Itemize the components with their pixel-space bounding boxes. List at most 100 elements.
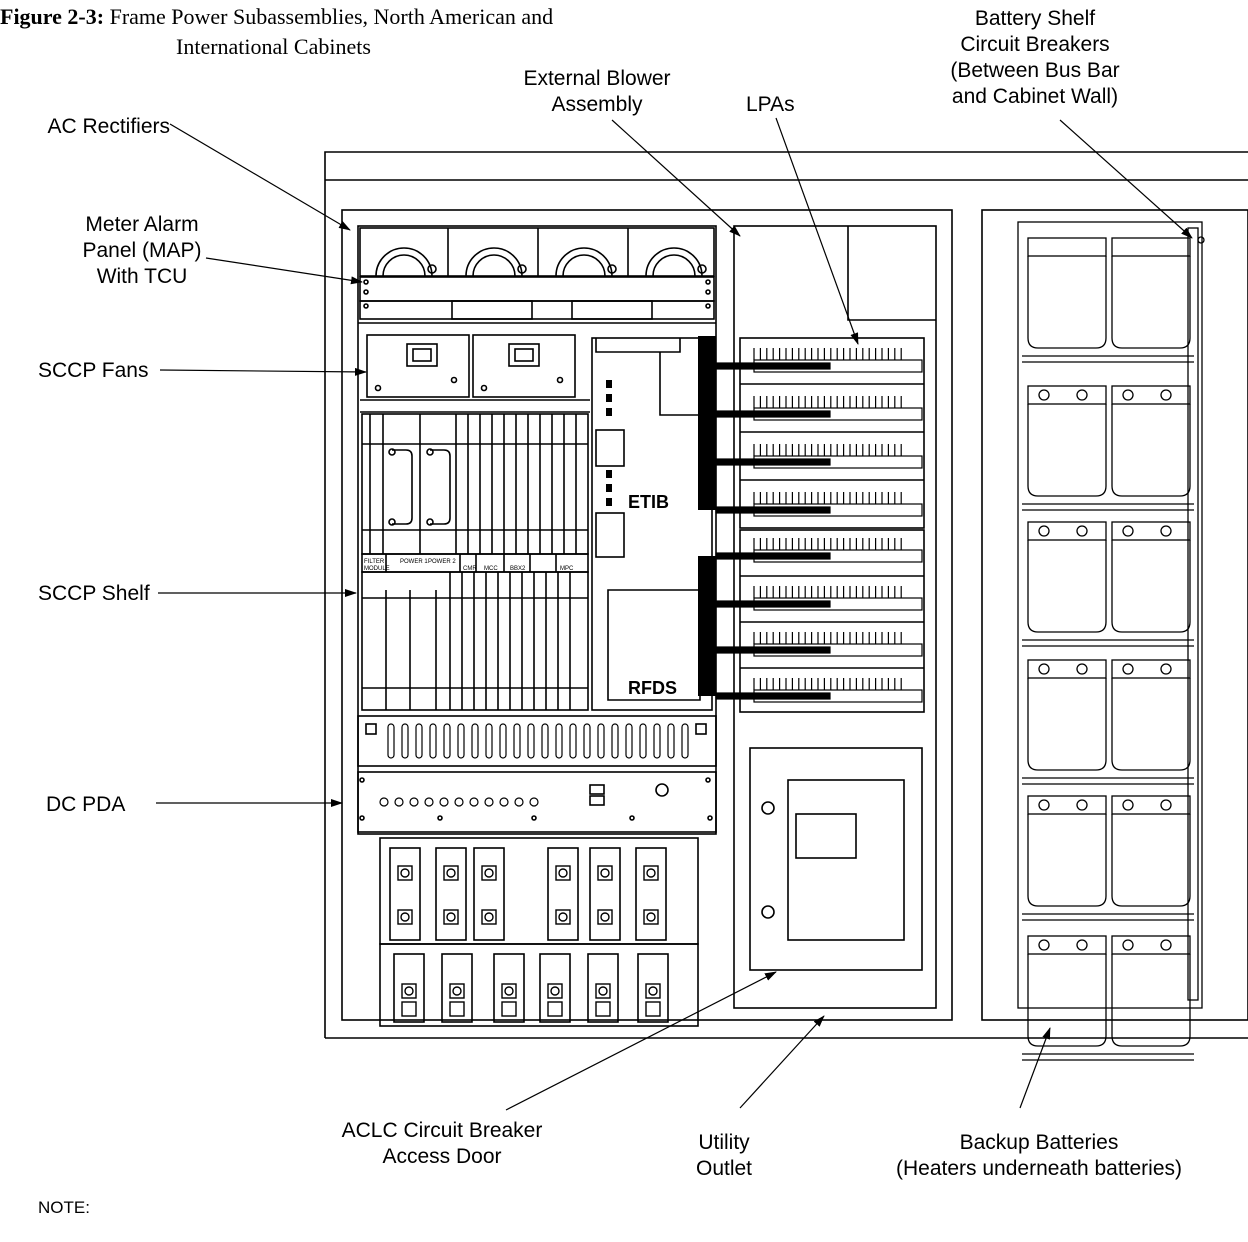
breaker-terminal (555, 865, 571, 881)
breaker-terminal (558, 912, 568, 922)
breaker-terminal (449, 1001, 465, 1017)
breaker-terminal (558, 868, 568, 878)
battery (1111, 954, 1191, 1047)
cabinet-outline (324, 151, 1248, 1038)
breaker-terminal (646, 868, 656, 878)
battery-terminal (1122, 663, 1134, 675)
etib-label: ETIB (628, 492, 670, 512)
grille (357, 715, 717, 767)
battery-terminal (1160, 389, 1172, 401)
battery-lid (1111, 237, 1191, 257)
strip-module: MODULE (364, 566, 390, 572)
pda-indicator (394, 797, 404, 807)
breaker-terminal (643, 909, 659, 925)
grille-fin (457, 723, 465, 759)
breaker-terminal (452, 986, 462, 996)
grille-fin (401, 723, 409, 759)
label-batteries: Backup Batteries (Heaters underneath bat… (840, 1130, 1238, 1182)
label-sccp-shelf: SCCP Shelf (38, 582, 150, 605)
backup-batteries (1017, 221, 1205, 1061)
breaker-terminal (397, 909, 413, 925)
grille-fin (485, 723, 493, 759)
breaker-terminal (401, 1001, 417, 1017)
battery (1027, 678, 1107, 771)
battery-lid (1111, 521, 1191, 541)
strip-mpc: MPC (560, 566, 574, 572)
battery (1027, 404, 1107, 497)
battery-terminal (1160, 799, 1172, 811)
breaker-terminal (449, 983, 465, 999)
pda-indicator (484, 797, 494, 807)
battery (1111, 540, 1191, 633)
breaker-terminal (595, 1001, 611, 1017)
ac-rectifiers (359, 227, 715, 277)
label-blower: External Blower Assembly (484, 66, 710, 118)
breaker-terminal (481, 909, 497, 925)
note-label: NOTE: (38, 1198, 90, 1217)
label-map-line2: Panel (MAP) (82, 239, 202, 262)
pda-indicator (379, 797, 389, 807)
breaker-terminal (597, 865, 613, 881)
battery-terminal (1038, 939, 1050, 951)
battery-lid (1111, 795, 1191, 815)
battery-terminal (1160, 663, 1172, 675)
strip-power2: POWER 2 (428, 559, 456, 565)
breaker-terminal (443, 909, 459, 925)
sccp-fans (366, 334, 576, 398)
breaker-terminal (597, 909, 613, 925)
label-aclc-line2: Access Door (382, 1145, 502, 1168)
rfds-label: RFDS (628, 678, 677, 698)
battery-terminal (1038, 525, 1050, 537)
battery (1027, 954, 1107, 1047)
pda-indicator (499, 797, 509, 807)
label-sccp-fans: SCCP Fans (38, 359, 149, 382)
lpa-modules (715, 348, 923, 703)
battery (1111, 678, 1191, 771)
battery-terminal (1122, 799, 1134, 811)
battery-terminal (1076, 389, 1088, 401)
breaker-terminal (645, 1001, 661, 1017)
pda-indicator (454, 797, 464, 807)
label-lpas: LPAs (746, 93, 795, 116)
label-batteries-line1: Backup Batteries (959, 1131, 1119, 1154)
label-battery-cb-line4: and Cabinet Wall) (951, 85, 1119, 108)
label-batteries-line2: (Heaters underneath batteries) (896, 1157, 1182, 1180)
battery-terminal (1038, 799, 1050, 811)
lpa-cable (715, 506, 831, 514)
lpa-compartment (733, 225, 937, 1009)
battery-terminal (1122, 525, 1134, 537)
grille-fin (667, 723, 675, 759)
grille-fin (555, 723, 563, 759)
label-outlet: Utility Outlet (664, 1130, 784, 1182)
battery-terminal (1038, 663, 1050, 675)
lpa-cable (715, 410, 831, 418)
battery-lid (1111, 385, 1191, 405)
battery-lid (1027, 237, 1107, 257)
battery-terminal (1076, 663, 1088, 675)
label-battery-cb-line1: Battery Shelf (974, 7, 1096, 30)
label-blower-line2: Assembly (551, 93, 643, 116)
etib-connectors (606, 336, 716, 696)
battery-terminal (1160, 939, 1172, 951)
label-map-line3: With TCU (96, 265, 188, 288)
breaker-terminal (397, 865, 413, 881)
grille-fin (513, 723, 521, 759)
circuit-breaker (1197, 236, 1205, 244)
breaker-terminal (501, 983, 517, 999)
etib-rfds-area (591, 337, 713, 711)
battery (1111, 256, 1191, 349)
breaker-terminal (484, 912, 494, 922)
battery-lid (1027, 795, 1107, 815)
breaker-terminal (400, 868, 410, 878)
grille-fin (471, 723, 479, 759)
strip-bbx2: BBX2 (510, 566, 526, 572)
label-dc-pda: DC PDA (46, 793, 126, 816)
battery (1111, 814, 1191, 907)
battery-terminal (1122, 389, 1134, 401)
grille-fin (653, 723, 661, 759)
grille-fin (597, 723, 605, 759)
battery-lid (1027, 385, 1107, 405)
figure-caption: Figure 2-3: Frame Power Subassemblies, N… (0, 2, 553, 62)
battery-terminal (1076, 525, 1088, 537)
